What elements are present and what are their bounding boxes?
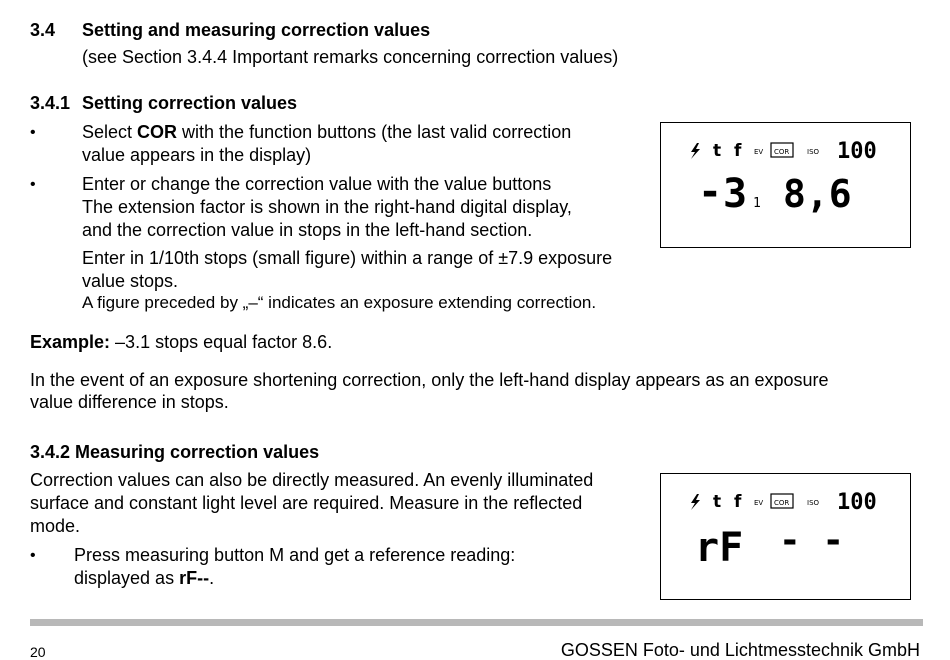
- shortening-line2: value difference in stops.: [30, 392, 229, 412]
- bullet2-line1: Enter or change the correction value wit…: [82, 174, 552, 194]
- sub2-bullet-line1: Press measuring button M and get a refer…: [74, 545, 516, 565]
- sub2-bullet-line2: displayed as rF--.: [74, 567, 214, 589]
- subsection2-title: 3.4.2 Measuring correction values: [30, 442, 320, 462]
- lcd-cor-frame: [770, 142, 794, 158]
- flash-icon: [691, 143, 700, 159]
- lcd-mode-t: t: [713, 492, 721, 512]
- bullet-marker: •: [30, 124, 36, 141]
- lcd-sign: -: [698, 169, 722, 215]
- lcd-factor-value: 8,6: [783, 172, 852, 216]
- bullet2-line6: A figure preceded by „–“ indicates an ex…: [82, 293, 597, 312]
- bullet1-cor-label: COR: [137, 122, 178, 142]
- bullet1-line1: Select COR with the function buttons (th…: [82, 121, 571, 143]
- bullet2-line2: The extension factor is shown in the rig…: [82, 197, 572, 217]
- example-line: Example: –3.1 stops equal factor 8.6.: [30, 331, 332, 353]
- sub2-line2: surface and constant light level are req…: [30, 493, 583, 513]
- subsection-title: Setting correction values: [82, 93, 298, 113]
- lcd-dashes: - -: [779, 520, 844, 561]
- shortening-line1: In the event of an exposure shortening c…: [30, 370, 829, 390]
- lcd-cor-frame: [770, 493, 794, 509]
- flash-icon: [691, 494, 700, 510]
- lcd-ev-label: EV: [754, 499, 763, 507]
- bullet-marker: •: [30, 176, 36, 193]
- lcd-mode-f: f: [734, 492, 742, 512]
- sub2-bullet-text-post: .: [209, 568, 215, 588]
- section-note: (see Section 3.4.4 Important remarks con…: [82, 47, 619, 67]
- subsection-number: 3.4.1: [30, 93, 71, 113]
- lcd-cor-label: COR: [774, 499, 789, 507]
- bullet2-line3: and the correction value in stops in the…: [82, 220, 533, 240]
- bullet-marker: •: [30, 547, 36, 564]
- sub2-bullet-text-pre: displayed as: [74, 568, 180, 588]
- lcd-display-correction: t f EV COR ISO 100 - 3 1 8,6: [660, 122, 911, 248]
- sub2-line1: Correction values can also be directly m…: [30, 470, 594, 490]
- footer-rule: [30, 619, 923, 626]
- lcd-iso-value: 100: [837, 139, 877, 164]
- lcd-mode-f: f: [734, 141, 742, 161]
- lcd-iso-label: ISO: [807, 499, 820, 507]
- lcd-cor-label: COR: [774, 148, 789, 156]
- lcd-display-graphic: t f EV COR ISO 100 - 3 1 8,6: [691, 139, 877, 217]
- bullet1-text-post: with the function buttons (the last vali…: [177, 122, 572, 142]
- lcd-ev-label: EV: [754, 148, 763, 156]
- example-text: –3.1 stops equal factor 8.6.: [110, 332, 333, 352]
- lcd-mode-t: t: [713, 141, 721, 161]
- bullet1-text-pre: Select: [82, 122, 138, 142]
- section-title: Setting and measuring correction values: [82, 20, 431, 40]
- bullet1-line2: value appears in the display): [82, 145, 312, 165]
- section-number: 3.4: [30, 20, 56, 40]
- page-number: 20: [30, 644, 46, 660]
- company-name: GOSSEN Foto- und Lichtmesstechnik GmbH: [560, 640, 920, 660]
- lcd-tenth-value: 1: [753, 196, 761, 211]
- lcd-iso-value: 100: [837, 490, 877, 515]
- sub2-line3: mode.: [30, 516, 81, 536]
- lcd-rf-value: rF: [695, 525, 743, 571]
- lcd-stops-value: 3: [723, 171, 747, 217]
- lcd-display-reference: t f EV COR ISO 100 rF - -: [660, 473, 911, 600]
- lcd-iso-label: ISO: [807, 148, 820, 156]
- bullet2-line4: Enter in 1/10th stops (small figure) wit…: [82, 248, 613, 268]
- example-label: Example:: [30, 332, 111, 352]
- lcd-display-graphic: t f EV COR ISO 100 rF - -: [691, 490, 877, 571]
- bullet2-line5: value stops.: [82, 271, 179, 291]
- sub2-rf-label: rF--: [179, 568, 210, 588]
